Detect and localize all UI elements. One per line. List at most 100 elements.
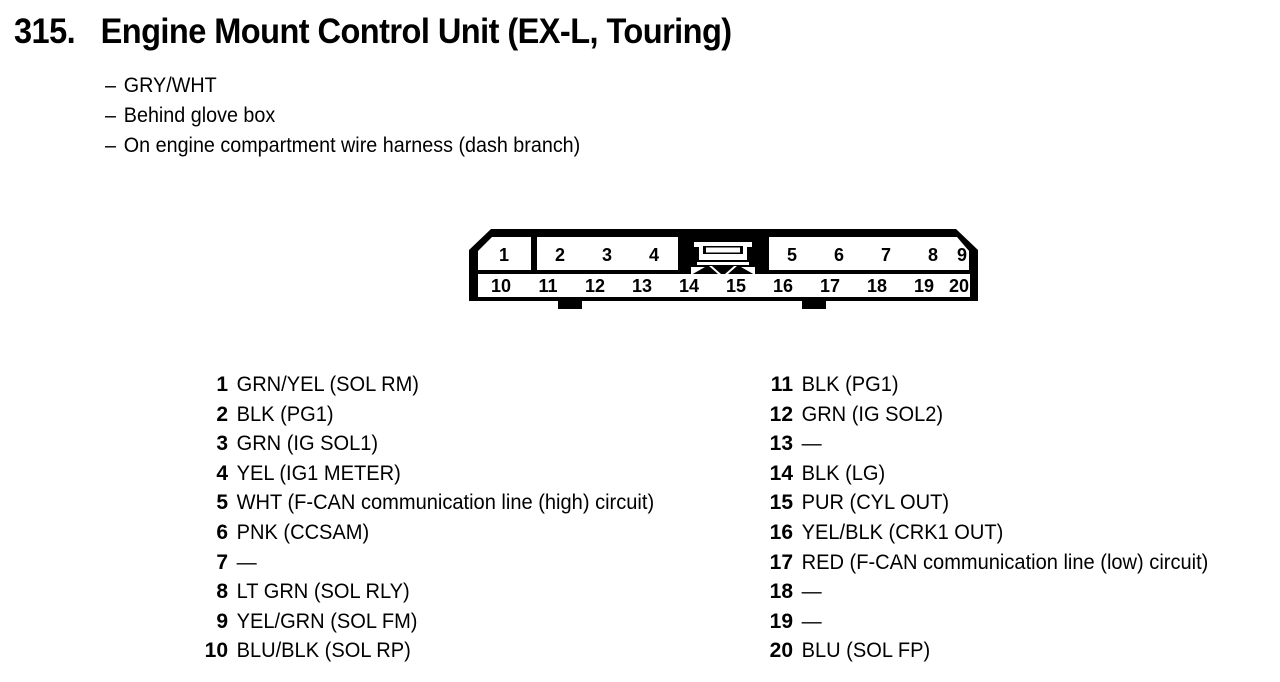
pin-legend-column-right: 11 BLK (PG1) 12 GRN (IG SOL2) 13 — 14 BL…	[715, 373, 1228, 669]
connector-pin-label-2: 2	[555, 245, 565, 265]
pin-legend-row: 6 PNK (CCSAM)	[150, 521, 674, 551]
connector-cell-7	[863, 237, 910, 270]
pin-legend-description: BLU/BLK (SOL RP)	[236, 639, 411, 663]
pin-legend-description: PUR (CYL OUT)	[801, 491, 950, 515]
connector-pin-label-4: 4	[649, 245, 659, 265]
detail-item-wire-color: –GRY/WHT	[105, 71, 951, 101]
pin-legend-description: GRN (IG SOL1)	[236, 432, 379, 456]
pin-legend-number: 11	[770, 373, 793, 396]
connector-cell-4	[631, 237, 678, 270]
pin-legend-row: 9 YEL/GRN (SOL FM)	[150, 610, 674, 640]
pin-legend-row: 3 GRN (IG SOL1)	[150, 432, 674, 462]
pin-legend-description: GRN/YEL (SOL RM)	[236, 373, 419, 396]
pin-legend-number: 17	[769, 550, 793, 574]
pin-legend-description: —	[801, 580, 822, 604]
pin-legend-number: 16	[769, 520, 793, 544]
detail-item-label: On engine compartment wire harness (dash…	[123, 134, 581, 157]
pin-legend-row: 5 WHT (F-CAN communication line (high) c…	[150, 491, 674, 521]
pin-legend-description: YEL/BLK (CRK1 OUT)	[801, 520, 1004, 544]
detail-item-location: –Behind glove box	[105, 101, 951, 131]
pin-legend-column-left: 1 GRN/YEL (SOL RM) 2 BLK (PG1) 3 GRN (IG…	[150, 373, 674, 669]
pin-legend-description: GRN (IG SOL2)	[801, 402, 944, 426]
connector-cell-10	[478, 274, 525, 297]
connector-outline: 1 2 3 4 5 6 7 8 9 10 11 12 13 14 15 16 1…	[469, 229, 978, 309]
pin-legend-number: 19	[769, 609, 793, 633]
pin-legend-description: PNK (CCSAM)	[236, 520, 370, 544]
pin-legend-number: 15	[769, 491, 793, 515]
connector-pin-label-12: 12	[585, 276, 605, 296]
pin-legend-number: 2	[216, 402, 228, 426]
pin-legend-description: BLK (LG)	[801, 461, 886, 485]
pin-legend-description: LT GRN (SOL RLY)	[236, 580, 410, 604]
pin-legend-number: 4	[216, 461, 228, 485]
connector-cell-12	[572, 274, 619, 297]
pin-legend-number: 20	[769, 639, 793, 663]
connector-cell-2	[537, 237, 584, 270]
connector-cell-17	[807, 274, 854, 297]
connector-pin-label-9: 9	[957, 245, 967, 265]
pin-legend-description: RED (F-CAN communication line (low) circ…	[801, 550, 1209, 574]
pin-legend: 1 GRN/YEL (SOL RM) 2 BLK (PG1) 3 GRN (IG…	[0, 373, 1280, 673]
detail-item-label: GRY/WHT	[123, 74, 217, 97]
pin-legend-row: 7 —	[150, 551, 674, 581]
pin-legend-description: BLK (PG1)	[236, 402, 334, 426]
pin-legend-description: WHT (F-CAN communication line (high) cir…	[236, 491, 655, 515]
pin-legend-row: 16 YEL/BLK (CRK1 OUT)	[715, 521, 1228, 551]
connector-pin-label-3: 3	[602, 245, 612, 265]
connector-pin-label-10: 10	[491, 276, 511, 296]
detail-dash-icon: –	[105, 134, 116, 157]
pin-legend-row: 8 LT GRN (SOL RLY)	[150, 580, 674, 610]
pin-legend-number: 7	[216, 550, 228, 574]
pin-legend-description: BLK (PG1)	[801, 373, 899, 396]
connector-cell-20	[948, 274, 970, 297]
page-title: 315. Engine Mount Control Unit (EX-L, To…	[14, 14, 732, 49]
pin-legend-row: 17 RED (F-CAN communication line (low) c…	[715, 551, 1228, 581]
pin-legend-description: BLU (SOL FP)	[801, 639, 931, 663]
pin-legend-row: 1 GRN/YEL (SOL RM)	[150, 373, 674, 403]
connector-cell-11	[525, 274, 572, 297]
connector-cell-18	[854, 274, 901, 297]
detail-item-harness: –On engine compartment wire harness (das…	[105, 131, 951, 161]
connector-pin-label-19: 19	[914, 276, 934, 296]
pin-legend-number: 6	[216, 520, 228, 544]
connector-pin-label-7: 7	[881, 245, 891, 265]
connector-pin-label-8: 8	[928, 245, 938, 265]
connector-cell-16	[760, 274, 807, 297]
detail-list: –GRY/WHT –Behind glove box –On engine co…	[105, 71, 1005, 161]
connector-pin-label-17: 17	[820, 276, 840, 296]
pin-legend-description: —	[801, 432, 822, 456]
pin-legend-number: 14	[769, 461, 793, 485]
connector-pin-label-15: 15	[726, 276, 746, 296]
pin-legend-row: 11 BLK (PG1)	[715, 373, 1228, 403]
pin-legend-description: YEL/GRN (SOL FM)	[236, 609, 418, 633]
pin-legend-number: 5	[216, 491, 228, 515]
pin-legend-description: —	[801, 609, 822, 633]
connector-cell-15	[713, 274, 760, 297]
pin-legend-row: 15 PUR (CYL OUT)	[715, 491, 1228, 521]
pin-legend-row: 14 BLK (LG)	[715, 462, 1228, 492]
pin-legend-number: 3	[216, 432, 228, 456]
pin-legend-number: 8	[216, 580, 228, 604]
pin-legend-row: 13 —	[715, 432, 1228, 462]
connector-cell-5	[769, 237, 816, 270]
pin-legend-row: 10 BLU/BLK (SOL RP)	[150, 639, 674, 669]
connector-cell-13	[619, 274, 666, 297]
page-title-text: Engine Mount Control Unit (EX-L, Touring…	[100, 12, 733, 51]
connector-cell-1	[478, 237, 531, 270]
pin-legend-number: 1	[216, 373, 228, 396]
connector-pin-label-13: 13	[632, 276, 652, 296]
connector-diagram: 1 2 3 4 5 6 7 8 9 10 11 12 13 14 15 16 1…	[469, 229, 978, 309]
pin-legend-number: 13	[769, 432, 793, 456]
connector-cell-14	[666, 274, 713, 297]
detail-item-label: Behind glove box	[123, 104, 276, 127]
connector-pin-label-6: 6	[834, 245, 844, 265]
pin-legend-number: 9	[216, 609, 228, 633]
connector-pin-label-18: 18	[867, 276, 887, 296]
pin-legend-row: 2 BLK (PG1)	[150, 403, 674, 433]
connector-cell-3	[584, 237, 631, 270]
connector-cell-19	[901, 274, 948, 297]
pin-legend-number: 10	[204, 639, 228, 663]
pin-legend-row: 19 —	[715, 610, 1228, 640]
connector-pin-label-1: 1	[499, 245, 509, 265]
pin-legend-row: 12 GRN (IG SOL2)	[715, 403, 1228, 433]
